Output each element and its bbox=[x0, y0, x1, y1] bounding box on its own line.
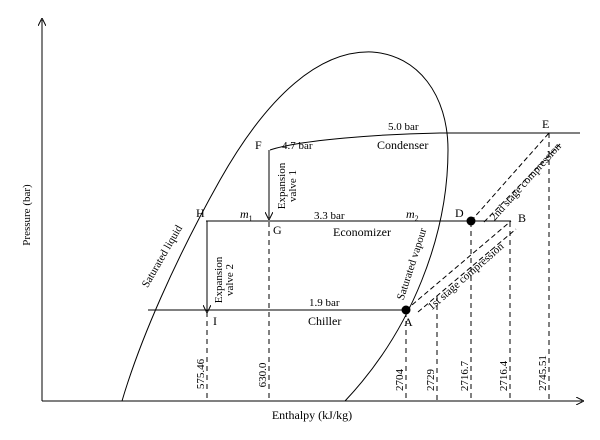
enthalpy-2704-label: 2704 bbox=[394, 369, 406, 392]
saturated-vapour-label: Saturated vapour bbox=[395, 226, 430, 301]
mass-flow-m2-label: m2 bbox=[406, 207, 419, 223]
enthalpy-630-label: 630.0 bbox=[257, 362, 269, 387]
expansion-valve-2-line1: Expansion bbox=[213, 256, 225, 303]
expansion-valve-1-line1: Expansion bbox=[276, 162, 288, 209]
expansion-valve-2-line2: valve 2 bbox=[224, 264, 236, 296]
point-f-label: F bbox=[255, 138, 262, 152]
enthalpy-575-label: 575.46 bbox=[195, 358, 207, 389]
point-b-label: B bbox=[518, 211, 526, 225]
pressure-valve-inlet-label: 4.7 bar bbox=[282, 140, 313, 152]
second-stage-compression-upper bbox=[470, 132, 550, 222]
second-stage-compression-lower bbox=[483, 141, 563, 223]
first-stage-compression-lower bbox=[417, 228, 517, 313]
expansion-valve-2-label: Expansion valve 2 bbox=[213, 256, 236, 303]
pressure-chiller-label: 1.9 bar bbox=[309, 297, 340, 309]
enthalpy-reference-lines bbox=[206, 133, 550, 401]
condenser-line bbox=[269, 132, 580, 151]
enthalpy-2716-4-label: 2716.4 bbox=[498, 360, 510, 391]
condenser-label: Condenser bbox=[377, 138, 428, 152]
first-stage-compression-upper bbox=[405, 220, 512, 311]
mass-flow-m1-label: m1 bbox=[240, 207, 253, 223]
first-stage-compression-label: 1st stage compression bbox=[426, 240, 507, 313]
enthalpy-2745-label: 2745.51 bbox=[537, 355, 549, 391]
economizer-label: Economizer bbox=[333, 225, 391, 239]
point-d-marker bbox=[466, 216, 476, 226]
pressure-condenser-label: 5.0 bar bbox=[388, 121, 419, 133]
chiller-label: Chiller bbox=[308, 314, 341, 328]
point-i-label: I bbox=[213, 314, 217, 328]
y-axis-label: Pressure (bar) bbox=[21, 184, 33, 246]
x-axis-label: Enthalpy (kJ/kg) bbox=[272, 408, 352, 422]
point-g-label: G bbox=[273, 223, 282, 237]
enthalpy-2716-7-label: 2716.7 bbox=[459, 360, 471, 391]
point-h-label: H bbox=[196, 206, 205, 220]
point-e-label: E bbox=[542, 117, 549, 131]
saturated-liquid-label: Saturated liquid bbox=[140, 223, 186, 290]
enthalpy-2729-label: 2729 bbox=[425, 369, 437, 392]
expansion-valve-1-label: Expansion valve 1 bbox=[276, 162, 299, 209]
point-d-label: D bbox=[455, 206, 464, 220]
saturation-dome bbox=[121, 51, 449, 402]
point-a-marker bbox=[401, 305, 411, 315]
expansion-valve-1-line2: valve 1 bbox=[287, 170, 299, 202]
point-a-label: A bbox=[404, 315, 413, 329]
pressure-economizer-label: 3.3 bar bbox=[314, 210, 345, 222]
